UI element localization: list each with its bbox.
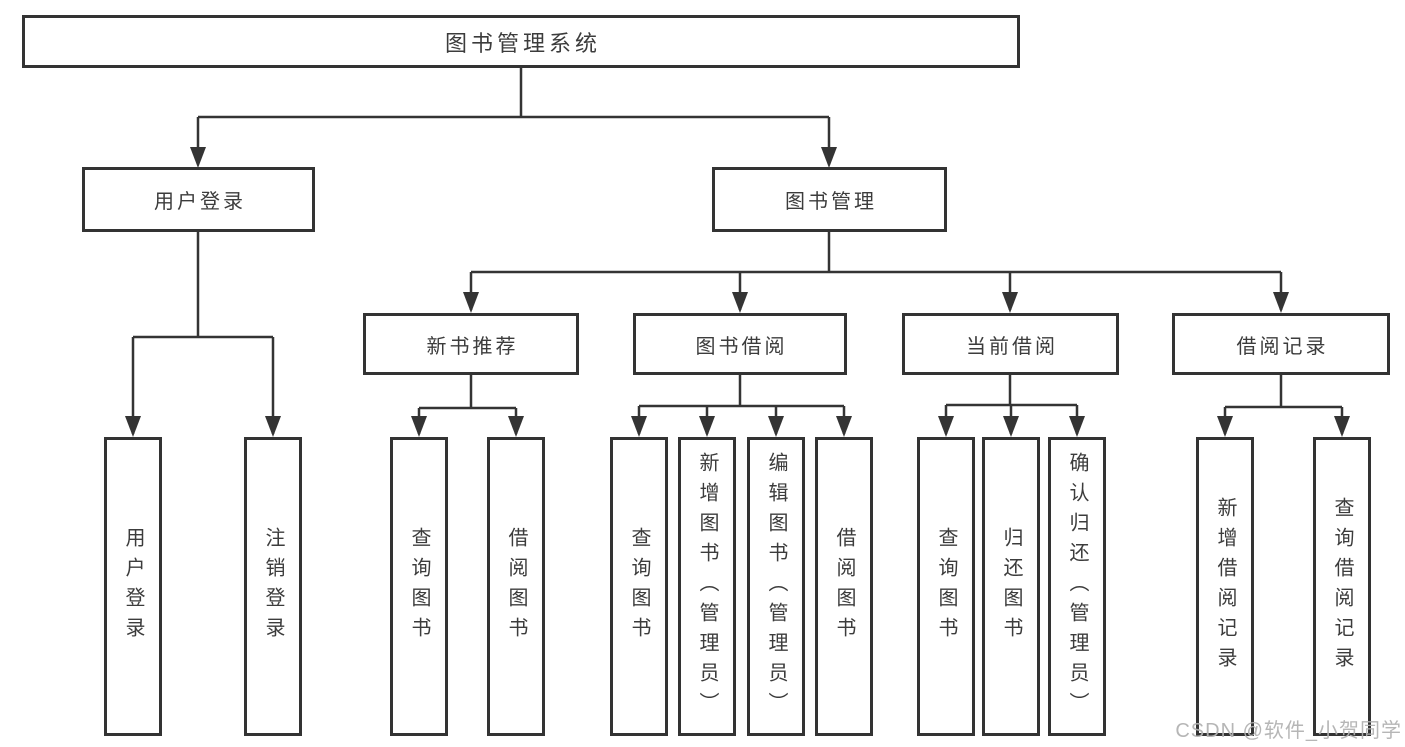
connector-book-management <box>469 232 1283 310</box>
arrowhead-icon <box>508 416 524 437</box>
node-book-management: 图书管理 <box>712 167 947 232</box>
leaf-query-books-current: 查询图书 <box>917 437 975 736</box>
node-borrow-records: 借阅记录 <box>1172 313 1390 375</box>
leaf-confirm-return-admin: 确认归还（管理员） <box>1048 437 1106 736</box>
arrowhead-icon <box>411 416 427 437</box>
arrowhead-icon <box>1273 292 1289 313</box>
leaf-query-borrow-record: 查询借阅记录 <box>1313 437 1371 736</box>
connector-root <box>196 68 831 164</box>
connector-book-borrow <box>637 375 846 434</box>
arrowheads <box>125 147 1350 437</box>
arrowhead-icon <box>631 416 647 437</box>
arrowhead-icon <box>699 416 715 437</box>
leaf-add-borrow-record: 新增借阅记录 <box>1196 437 1254 736</box>
leaf-query-books-recommend: 查询图书 <box>390 437 448 736</box>
arrowhead-icon <box>1002 292 1018 313</box>
leaf-query-books-borrow: 查询图书 <box>610 437 668 736</box>
node-root-system: 图书管理系统 <box>22 15 1020 68</box>
arrowhead-icon <box>265 416 281 437</box>
node-new-book-recommend: 新书推荐 <box>363 313 579 375</box>
arrowhead-icon <box>463 292 479 313</box>
arrowhead-icon <box>836 416 852 437</box>
arrowhead-icon <box>768 416 784 437</box>
leaf-borrow-books: 借阅图书 <box>815 437 873 736</box>
arrowhead-icon <box>938 416 954 437</box>
leaf-edit-book-admin: 编辑图书（管理员） <box>747 437 805 736</box>
arrowhead-icon <box>1217 416 1233 437</box>
leaf-borrow-books-recommend: 借阅图书 <box>487 437 545 736</box>
leaf-logout-login: 注销登录 <box>244 437 302 736</box>
arrowhead-icon <box>1334 416 1350 437</box>
arrowhead-icon <box>821 147 837 168</box>
node-book-borrow: 图书借阅 <box>633 313 847 375</box>
node-user-login: 用户登录 <box>82 167 315 232</box>
connector-new-book-recommend <box>417 375 518 434</box>
connector-user-login <box>131 232 275 434</box>
node-current-borrow: 当前借阅 <box>902 313 1119 375</box>
arrowhead-icon <box>732 292 748 313</box>
leaf-user-login: 用户登录 <box>104 437 162 736</box>
arrowhead-icon <box>125 416 141 437</box>
csdn-watermark: CSDN @软件_小贺同学 <box>1175 720 1402 742</box>
connector-borrow-records <box>1223 375 1344 434</box>
arrowhead-icon <box>1003 416 1019 437</box>
arrowhead-icon <box>190 147 206 168</box>
arrowhead-icon <box>1069 416 1085 437</box>
leaf-return-book: 归还图书 <box>982 437 1040 736</box>
leaf-add-book-admin: 新增图书（管理员） <box>678 437 736 736</box>
